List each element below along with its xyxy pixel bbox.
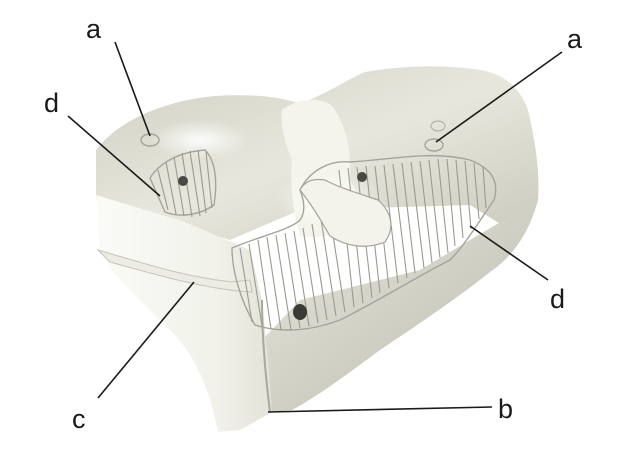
label-a-left: a	[86, 14, 102, 44]
highlight	[150, 120, 250, 160]
label-a-right: a	[567, 24, 583, 54]
bone-specimen	[96, 66, 538, 432]
label-c: c	[72, 404, 86, 434]
label-b: b	[498, 394, 513, 424]
screw-hole-upper	[357, 172, 367, 182]
screw-hole-left	[178, 176, 188, 186]
leader-line-b	[268, 407, 492, 412]
label-d-left: d	[44, 88, 59, 118]
screw-hole-lower	[293, 304, 307, 320]
label-d-right: d	[550, 284, 565, 314]
